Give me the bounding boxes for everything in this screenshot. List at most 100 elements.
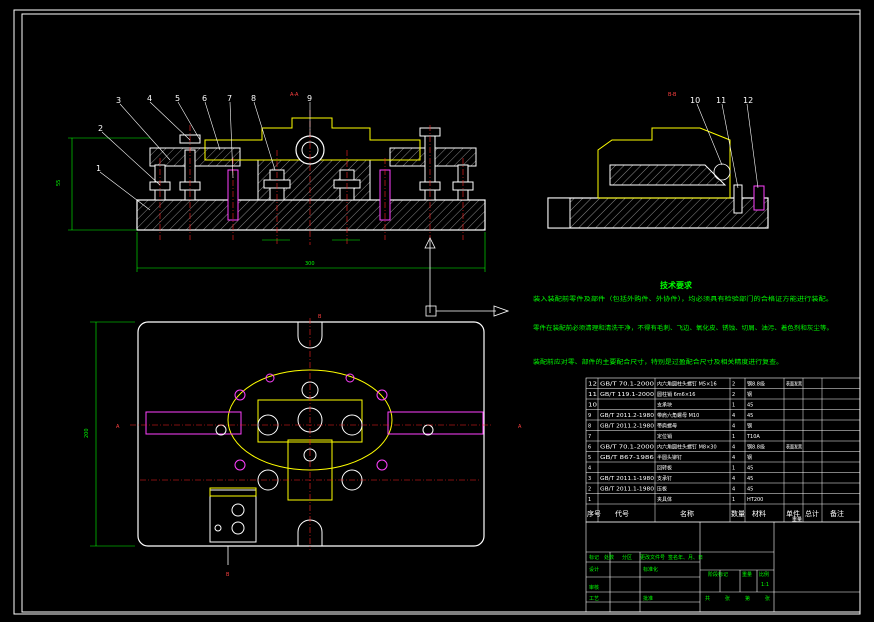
- bom-cell: 2: [732, 392, 735, 398]
- bom-cell: GB/T 70.1-2000: [600, 382, 654, 388]
- front-section-view: A-A: [56, 92, 486, 272]
- bom-cell: T10A: [746, 434, 760, 440]
- note-1: 装入装配前零件及部件（包括外购件、外协件），均必须具有检验部门的合格证方能进行装…: [533, 295, 833, 303]
- bom-cell: 4: [588, 466, 591, 472]
- side-pin: [733, 184, 743, 214]
- plan-holes: [215, 381, 434, 491]
- bom-cell: 4: [732, 476, 735, 482]
- bom-cell: GB/T 2011.2-1980: [600, 424, 654, 430]
- dim-overall-height: 55: [56, 180, 62, 186]
- side-support: [609, 164, 727, 186]
- side-slot: [547, 197, 571, 229]
- bom-cell: GB/T 2011.1-1980: [600, 487, 654, 493]
- balloon-9: 9: [307, 94, 312, 103]
- plan-magenta-dots: [234, 373, 388, 471]
- bom-cell: 内六角圆柱头螺钉 M5×16: [657, 381, 717, 388]
- bom-cell: 6: [588, 445, 591, 451]
- note-3: 装配前应对零、部件的主要配合尺寸，特别是过盈配合尺寸及相关精度进行复查。: [533, 358, 783, 366]
- bom-cell: 钢8.8级: [747, 381, 765, 388]
- tb-standard: 标准化: [643, 566, 658, 573]
- side-section-view: B-B 10 11 12: [547, 92, 769, 229]
- side-balloons: 10 11 12: [690, 96, 753, 105]
- dim-plan-height: 200: [84, 428, 90, 438]
- bom-cell: 表面发黑: [786, 381, 802, 388]
- bom-cell: 4: [732, 424, 735, 430]
- tb-zone: 分区: [622, 554, 632, 561]
- balloon-7: 7: [227, 94, 232, 103]
- plan-label-b-top: B: [318, 314, 322, 320]
- bom-cell: 回转板: [657, 465, 672, 472]
- balloon-12: 12: [743, 96, 753, 105]
- balloon-10: 10: [690, 96, 700, 105]
- bom-cell: 45: [747, 403, 753, 409]
- bom-cell: 8: [588, 424, 591, 430]
- bom-cell: 10: [588, 403, 597, 409]
- bom-cell: 夹具体: [657, 496, 672, 503]
- title-block-text: 标记 处数 分区 更改文件号 签名 年、月、日 设计 标准化 阶段标记 重量 比…: [589, 554, 770, 602]
- plan-left-arm: [145, 411, 242, 435]
- tb-audit: 审核: [589, 584, 599, 591]
- bom-cell: GB/T 2011.2-1980: [600, 413, 654, 419]
- bom-cell: 圆柱销 6m6×16: [657, 391, 695, 398]
- section-label-b: B-B: [668, 92, 677, 98]
- bom-cell: 3: [588, 476, 591, 482]
- bom-cell: 1: [732, 434, 735, 440]
- section-label-a: A-A: [290, 92, 299, 98]
- plan-body: [137, 321, 485, 547]
- bom-cell: 1: [588, 497, 591, 503]
- balloon-1: 1: [96, 164, 101, 173]
- balloon-2: 2: [98, 124, 103, 133]
- front-dimensions: [68, 137, 486, 272]
- bom-cell: 带肩六角螺母 M10: [657, 412, 699, 419]
- bom-cell: 支承钉: [657, 475, 672, 482]
- bom-cell: HT200: [747, 497, 763, 503]
- side-circle: [713, 163, 731, 181]
- bom-cell: 4: [732, 445, 735, 451]
- balloon-8: 8: [251, 94, 256, 103]
- bom-cell: 钢: [747, 454, 752, 461]
- tb-change-no: 更改文件号: [640, 554, 665, 561]
- plan-centerlines: [130, 318, 492, 550]
- bom-header-cell: 代号: [615, 509, 629, 518]
- detail-b-top: [209, 487, 257, 497]
- side-screw: [753, 185, 765, 211]
- bom-header-cell: 名称: [680, 509, 694, 518]
- tb-of: 第: [745, 595, 750, 602]
- bom-cell: 4: [732, 487, 735, 493]
- bom-cell: 12: [588, 382, 597, 388]
- bom-cell: 9: [588, 413, 591, 419]
- bom-cell: 带肩螺母: [657, 423, 677, 430]
- bom-cell: 1: [732, 403, 735, 409]
- front-balloons: 1 2 3 4 5 6 7 8 9: [96, 94, 312, 173]
- bom-header-weight: 重量: [792, 516, 802, 523]
- plan-view: B A A B 200: [84, 314, 522, 578]
- tb-count: 处数: [604, 554, 614, 561]
- view-a-label-right: A: [518, 424, 522, 430]
- bom-cell: 钢: [747, 391, 752, 398]
- front-leaders: [99, 101, 311, 211]
- tb-stage: 阶段标记: [708, 571, 728, 578]
- side-base: [547, 197, 769, 229]
- tb-weight: 重量: [742, 571, 752, 578]
- notes-title: 技术要求: [660, 280, 693, 290]
- plan-dimensions: [90, 321, 135, 547]
- balloon-3: 3: [116, 96, 121, 105]
- bom-header-cell: 材料: [752, 509, 766, 518]
- title-block: [585, 521, 861, 613]
- bom-cell: 1: [732, 497, 735, 503]
- bom-cell: 4: [732, 413, 735, 419]
- bom-header-cell: 数量: [731, 509, 745, 518]
- bom-cell: 5: [588, 455, 591, 461]
- bom-cell: GB/T 70.1-2000: [600, 445, 654, 451]
- technical-notes: 技术要求 装入装配前零件及部件（包括外购件、外协件），均必须具有检验部门的合格证…: [533, 280, 833, 366]
- bom-cell: 压板: [657, 486, 667, 493]
- bom-cell: 2: [732, 382, 735, 388]
- detail-b-box: [209, 489, 257, 543]
- tb-mark: 标记: [589, 554, 599, 561]
- bom-cell: 45: [747, 487, 753, 493]
- tb-designer: 设计: [589, 566, 599, 573]
- tb-sheet: 张: [725, 595, 730, 602]
- tb-date: 年、月、日: [678, 554, 703, 561]
- balloon-11: 11: [716, 96, 726, 105]
